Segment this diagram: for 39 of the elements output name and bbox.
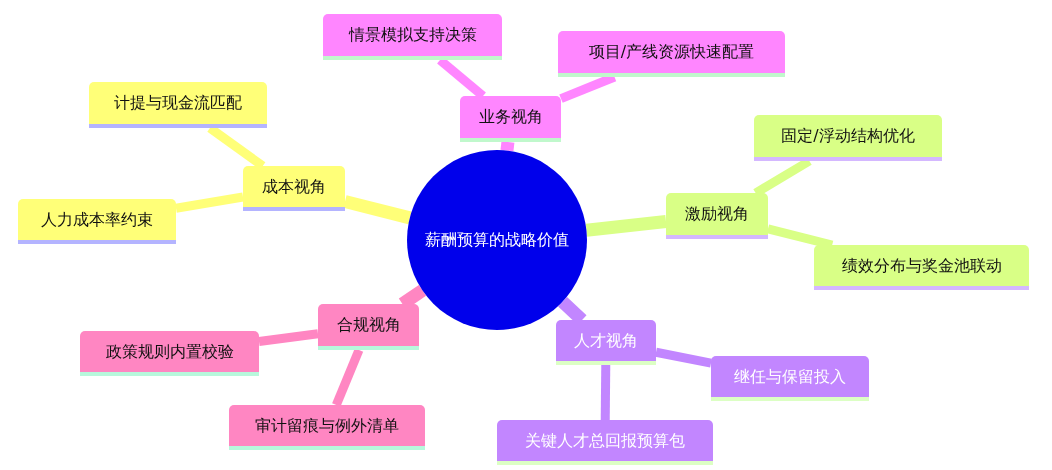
topic-text: 继任与保留投入 [734, 366, 846, 387]
subtopic-box [229, 405, 425, 450]
connector-line [500, 141, 515, 152]
topic-text: 固定/浮动结构优化 [781, 126, 915, 146]
branch-topic-box [318, 304, 419, 350]
topic-text: 政策规则内置校验 [105, 341, 234, 362]
subtopic-box [323, 14, 502, 60]
connector-line [600, 364, 611, 421]
topic-text: 业务视角 [478, 107, 543, 127]
topic-text: 人力成本率约束 [41, 209, 153, 230]
topic-text: 绩效分布与奖金池联动 [841, 255, 1002, 276]
subtopic-box [558, 31, 785, 77]
subtopic-box [80, 331, 259, 376]
topic-text: 薪酬预算的战略价值 [425, 230, 569, 250]
topic-text: 关键人才总回报预算包 [525, 430, 685, 451]
connector-line [343, 195, 412, 225]
topic-text: 情景模拟支持决策 [348, 25, 477, 45]
subtopic-box [754, 115, 942, 161]
connector-line [332, 348, 364, 407]
topic-text: 项目/产线资源快速配置 [588, 42, 755, 62]
subtopic-box [711, 356, 869, 401]
connector-line [258, 329, 319, 347]
connector-line [175, 192, 244, 213]
branch-topic-box [460, 96, 561, 142]
topic-text: 审计留痕与例外清单 [255, 415, 399, 436]
subtopic-box [18, 199, 176, 244]
branch-topic-box [666, 193, 768, 239]
subtopic-box [497, 420, 713, 465]
subtopic-box [814, 245, 1029, 290]
connector-line [655, 347, 712, 368]
topic-text: 合规视角 [336, 315, 401, 335]
topic-text: 人才视角 [574, 330, 638, 351]
topic-text: 激励视角 [685, 204, 749, 224]
topic-text: 计提与现金流匹配 [114, 93, 242, 113]
topic-text: 成本视角 [262, 176, 326, 197]
branch-topic-box [556, 320, 656, 365]
branch-topic-box [243, 166, 345, 211]
connector-line [585, 215, 667, 237]
subtopic-box [89, 82, 267, 128]
